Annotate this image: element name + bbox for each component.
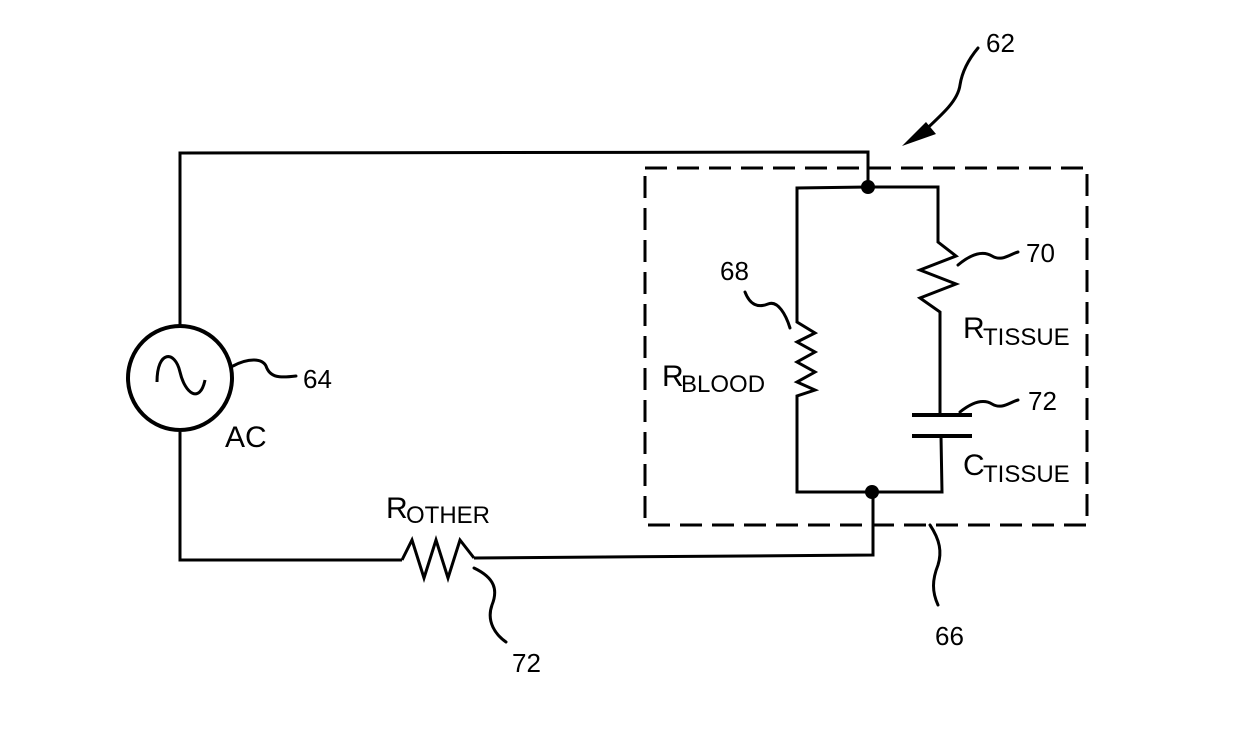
bottom-wire-left xyxy=(180,432,402,560)
ref-70: 70 xyxy=(1026,238,1055,268)
bottom-junction-node xyxy=(865,485,879,499)
ref-64: 64 xyxy=(303,364,332,394)
ref-62: 62 xyxy=(986,28,1015,58)
r-other-resistor xyxy=(402,540,474,578)
sine-wave-icon xyxy=(157,357,205,394)
r-tissue-branch-upper xyxy=(868,187,956,415)
ref-72-r-other: 72 xyxy=(512,648,541,678)
r-tissue-label-main: R xyxy=(963,312,985,345)
top-junction-node xyxy=(861,180,875,194)
r-blood-branch xyxy=(797,187,872,492)
r-tissue-label-sub: TISSUE xyxy=(983,324,1070,351)
leader-66 xyxy=(930,525,940,605)
r-blood-label-sub: BLOOD xyxy=(681,371,765,398)
ref-72-c-tissue: 72 xyxy=(1028,386,1057,416)
ac-source xyxy=(128,326,232,430)
ac-source-circle xyxy=(128,326,232,430)
leader-72-c-tissue xyxy=(960,400,1018,412)
c-tissue-branch-lower xyxy=(872,436,942,492)
leader-72-r-other xyxy=(474,568,506,642)
leader-62 xyxy=(920,48,978,135)
ac-label: AC xyxy=(225,421,267,454)
ref-66: 66 xyxy=(935,621,964,651)
top-wire xyxy=(180,152,868,325)
leader-68 xyxy=(745,292,790,328)
c-tissue-label-main: C xyxy=(963,449,985,482)
ref-68: 68 xyxy=(720,256,749,286)
r-other-label-main: R xyxy=(386,492,408,525)
leader-64 xyxy=(233,360,296,377)
leader-70 xyxy=(958,252,1018,265)
r-other-label-sub: OTHER xyxy=(406,502,490,529)
c-tissue-label-sub: TISSUE xyxy=(983,461,1070,488)
